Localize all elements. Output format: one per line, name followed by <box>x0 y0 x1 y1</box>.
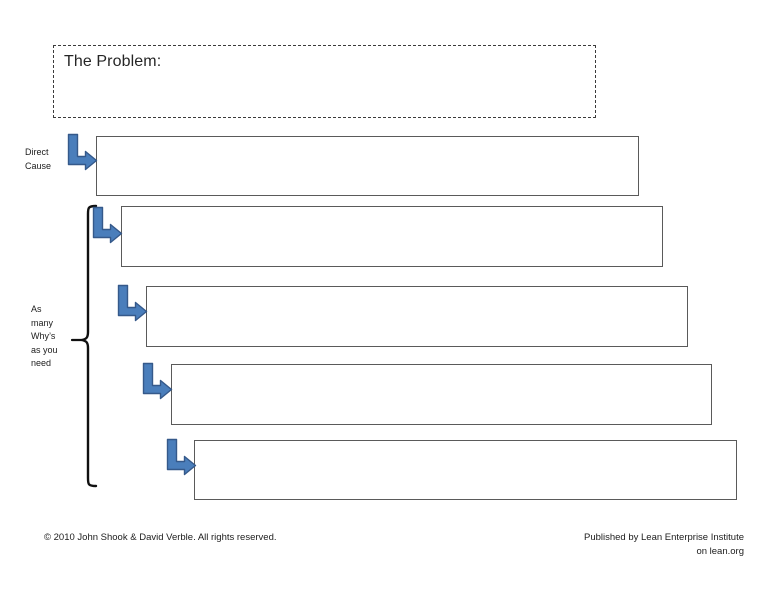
problem-statement-box[interactable]: The Problem: <box>53 45 596 118</box>
why-1-box[interactable] <box>121 206 663 267</box>
direct-cause-box[interactable] <box>96 136 639 196</box>
problem-label: The Problem: <box>64 53 162 70</box>
arrow-to-why-1 <box>92 206 123 244</box>
why-2-box[interactable] <box>146 286 688 347</box>
arrow-to-why-2 <box>117 284 148 322</box>
footer-copyright: © 2010 John Shook & David Verble. All ri… <box>44 532 277 543</box>
why-3-box[interactable] <box>171 364 712 425</box>
footer-publisher: Published by Lean Enterprise Institute o… <box>583 532 744 557</box>
why-4-box[interactable] <box>194 440 737 500</box>
direct-cause-label: Direct Cause <box>25 147 52 171</box>
as-many-whys-label: As many Why’s as you need <box>31 304 58 368</box>
arrow-to-why-3 <box>142 362 173 400</box>
arrow-to-why-4 <box>166 438 197 476</box>
